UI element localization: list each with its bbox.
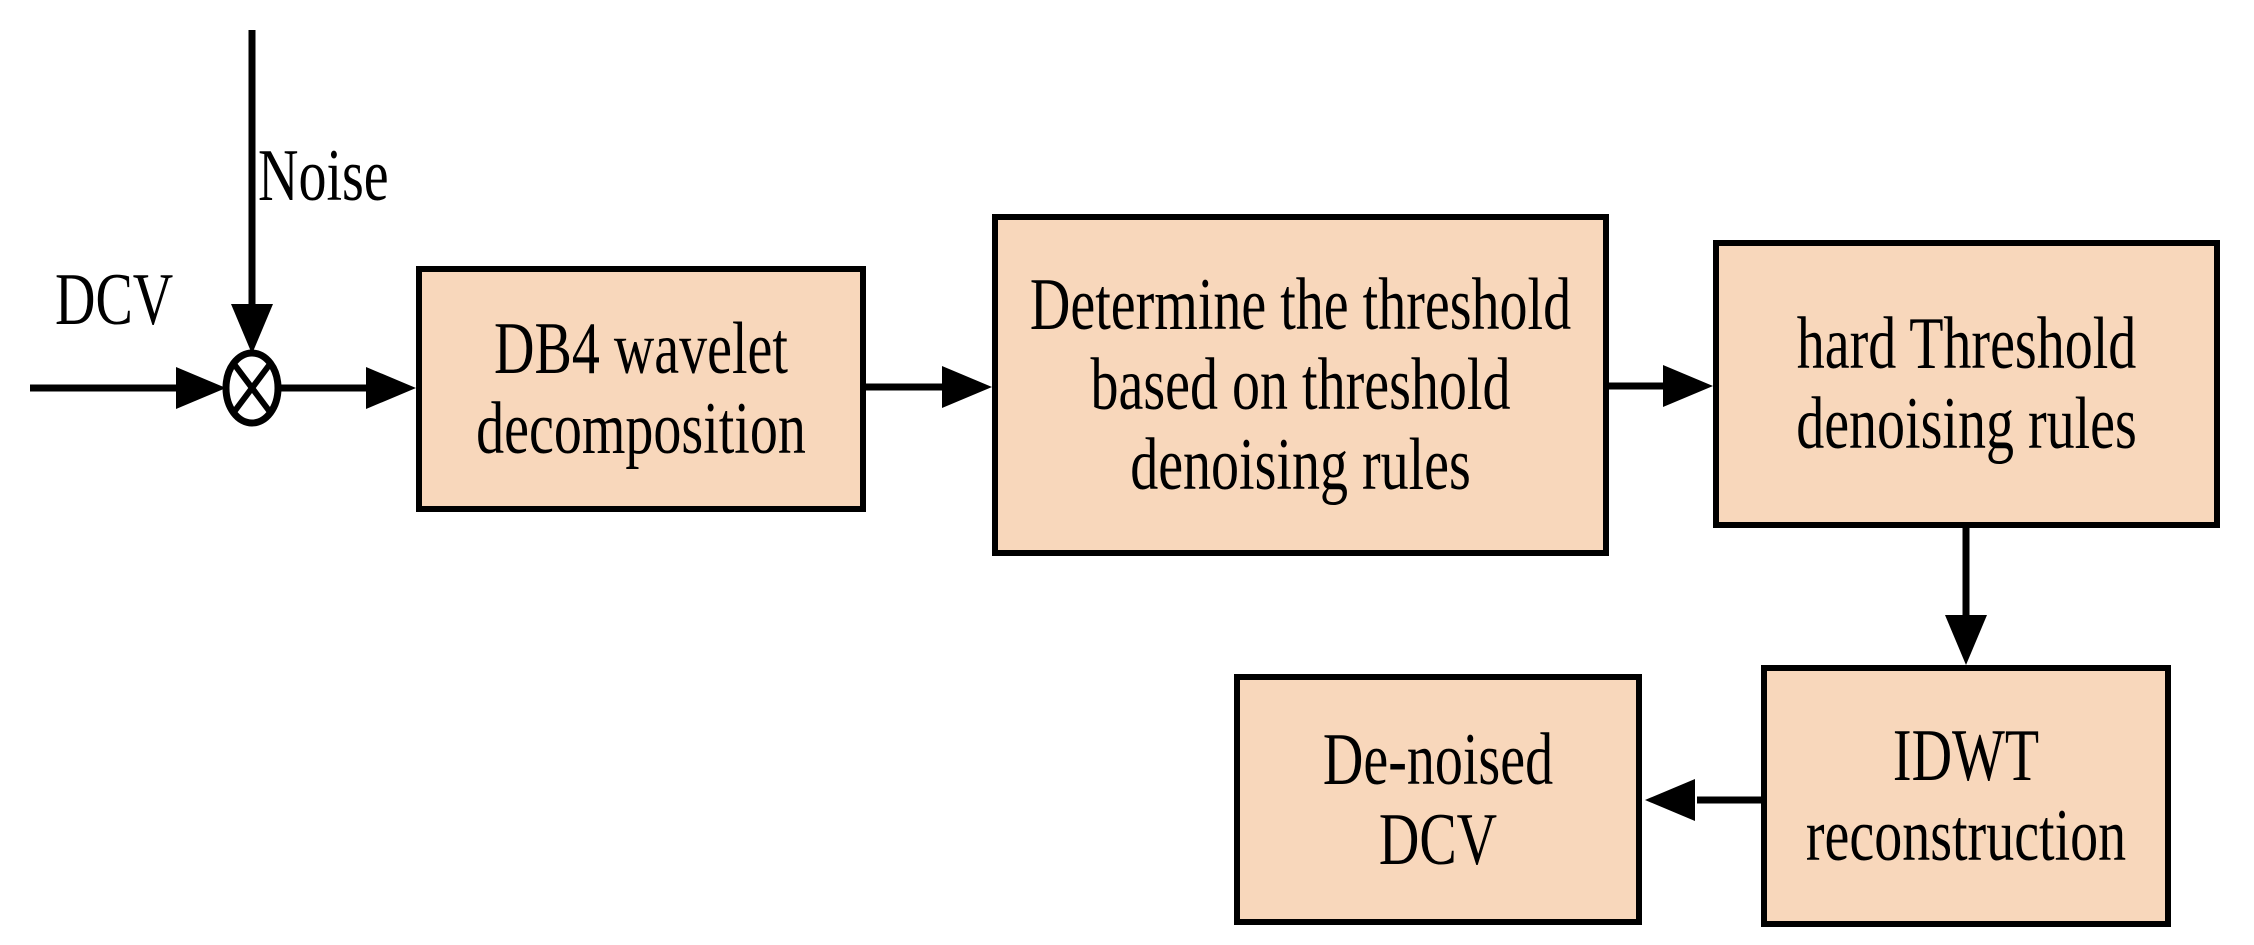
arrow-noise-input [231,30,273,354]
node-label-line: DB4 wavelet [494,308,788,390]
arrow-idwt-to-denoised [1645,779,1763,821]
node-label-line: reconstruction [1805,795,2127,877]
node-label-line: decomposition [476,388,806,470]
node-label-line: De-noised [1322,718,1554,801]
arrow-dcv-input [30,367,226,409]
node-idwt-reconstruction: IDWT reconstruction [1761,665,2171,927]
node-label-line: hard Threshold [1796,303,2137,385]
node-label-line: denoising rules [1796,383,2137,465]
node-db4-wavelet-decomposition: DB4 wavelet decomposition [416,266,866,512]
arrow-hard-to-idwt [1945,526,1987,665]
node-label-line: Determine the threshold [1029,264,1572,346]
node-label-line: denoising rules [1130,424,1471,506]
node-label-line: IDWT [1892,715,2040,797]
arrow-mixer-to-db4 [279,367,416,409]
node-determine-threshold: Determine the threshold based on thresho… [992,214,1609,556]
node-hard-threshold: hard Threshold denoising rules [1713,240,2220,528]
node-denoised-dcv: De-noised DCV [1234,674,1642,925]
dcv-input-label: DCV [55,259,174,341]
arrow-db4-to-determine [864,366,992,408]
node-label-line: DCV [1378,798,1498,881]
noise-input-label: Noise [258,135,389,217]
node-label-line: based on threshold [1090,344,1511,426]
multiply-junction-icon [222,349,282,427]
arrow-determine-to-hard [1607,365,1713,407]
